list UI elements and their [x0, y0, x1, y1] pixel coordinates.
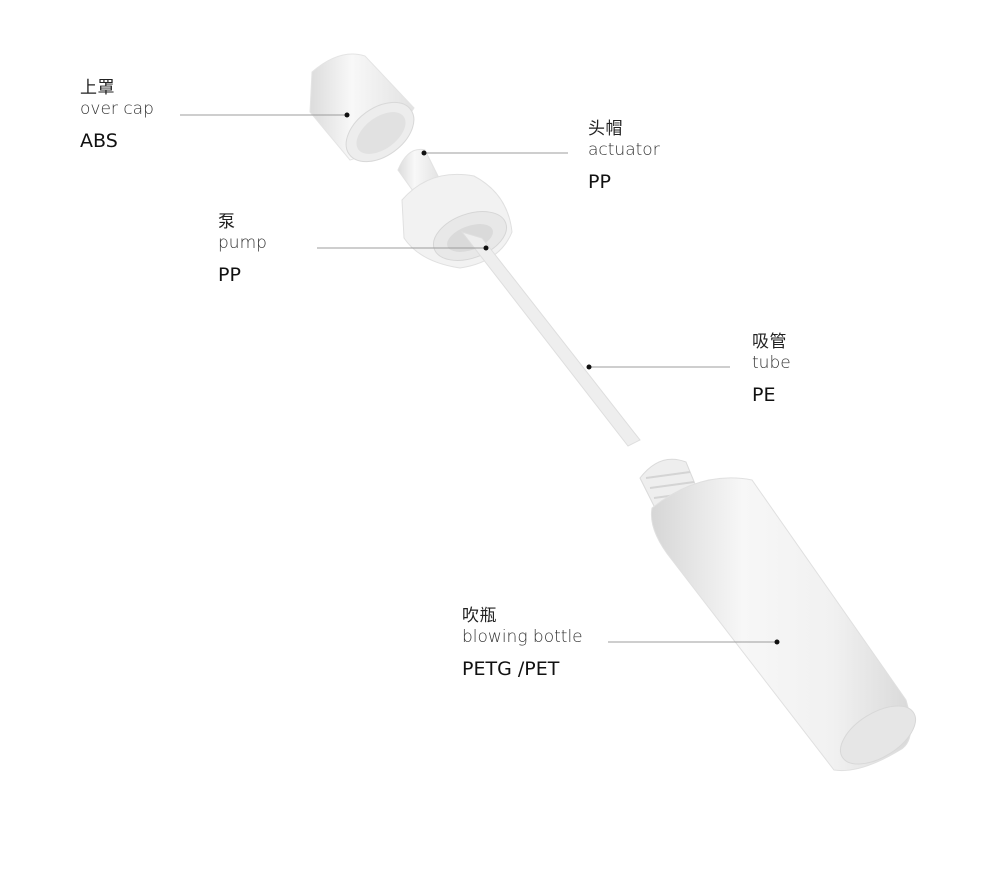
over-cap-material: ABS: [80, 131, 154, 153]
actuator-cn: 头帽: [588, 120, 660, 140]
tube-label: 吸管 tube PE: [752, 333, 791, 407]
bottle-label: 吹瓶 blowing bottle PETG /PET: [462, 607, 583, 681]
tube-cn: 吸管: [752, 333, 791, 353]
actuator-pump-graphic: [398, 149, 513, 269]
tube-en: tube: [752, 354, 791, 374]
bottle-graphic: [640, 459, 925, 776]
over-cap-label: 上罩 over cap ABS: [80, 79, 154, 153]
pump-cn: 泵: [218, 213, 267, 233]
pump-en: pump: [218, 234, 267, 254]
pump-material: PP: [218, 265, 267, 287]
bottle-en: blowing bottle: [462, 628, 583, 648]
actuator-material: PP: [588, 172, 660, 194]
tube-graphic: [462, 232, 640, 446]
pump-label: 泵 pump PP: [218, 213, 267, 287]
actuator-en: actuator: [588, 141, 660, 161]
over-cap-cn: 上罩: [80, 79, 154, 99]
over-cap-en: over cap: [80, 100, 154, 120]
tube-material: PE: [752, 385, 791, 407]
bottle-cn: 吹瓶: [462, 607, 583, 627]
actuator-label: 头帽 actuator PP: [588, 120, 660, 194]
bottle-material: PETG /PET: [462, 659, 583, 681]
